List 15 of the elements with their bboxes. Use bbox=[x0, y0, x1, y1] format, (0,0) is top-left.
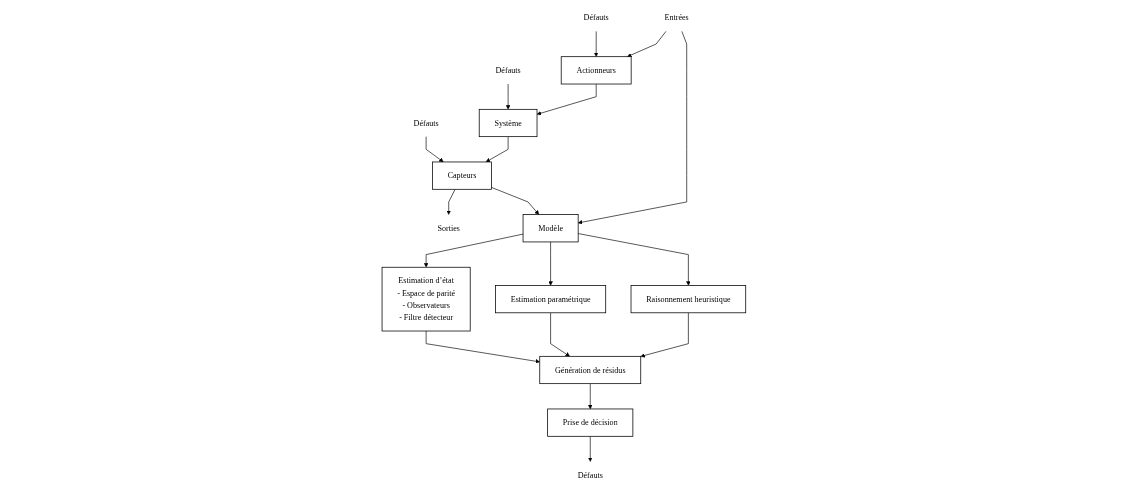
node-box: Estimation d’état - Espace de parité - Observateurs - Filtre détecteur bbox=[381, 266, 471, 332]
node-box: Prise de décision bbox=[546, 408, 633, 437]
node-text: Sorties bbox=[437, 223, 460, 233]
node-text: Défauts bbox=[577, 470, 603, 480]
node-box: Modèle bbox=[522, 214, 579, 243]
node-box: Raisonnement heuristique bbox=[630, 285, 746, 314]
node-box: Estimation paramétrique bbox=[494, 285, 606, 314]
node-text: Défauts bbox=[495, 65, 521, 75]
node-box: Génération de résidus bbox=[539, 355, 641, 385]
node-box: Système bbox=[478, 108, 537, 138]
node-box: Capteurs bbox=[431, 161, 492, 190]
node-text: Défauts bbox=[413, 118, 439, 128]
node-text: Défauts bbox=[583, 13, 609, 22]
node-box: Actionneurs bbox=[560, 56, 632, 85]
node-text: Entrées bbox=[664, 13, 689, 22]
